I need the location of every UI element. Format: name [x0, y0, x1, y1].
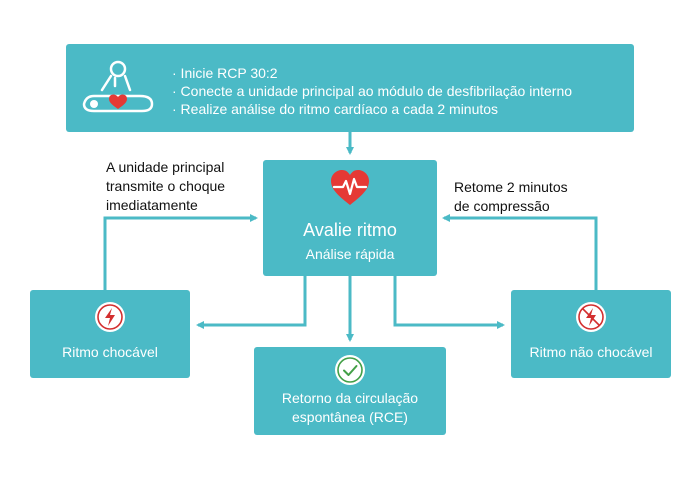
shockable-rhythm-label: Ritmo chocável: [62, 344, 158, 360]
rosc-label-line: Retorno da circulação: [281, 390, 419, 406]
shock-delivery-note: A unidade principal transmite o choque i…: [106, 158, 225, 215]
arrow-shockable-to-center: [103, 214, 258, 290]
non-shockable-rhythm-label: Ritmo não chocável: [529, 344, 653, 360]
shockable-rhythm-box: Ritmo chocável: [30, 290, 190, 378]
assess-rhythm-subtitle: Análise rápida: [305, 246, 395, 262]
note-line: transmite o choque: [106, 178, 226, 194]
instruction-line: · Conecte a unidade principal ao módulo …: [172, 83, 573, 99]
cpr-instructions-box: · Inicie RCP 30:2 · Conecte a unidade pr…: [66, 44, 634, 132]
assess-rhythm-title: Avalie ritmo: [303, 220, 397, 240]
note-line: A unidade principal: [106, 159, 225, 175]
note-line: Retome 2 minutos: [454, 179, 568, 195]
arrow-center-to-shockable: [196, 276, 307, 329]
rosc-box: Retorno da circulação espontânea (RCE): [254, 347, 446, 435]
note-line: de compressão: [454, 198, 550, 214]
resume-compression-note: Retome 2 minutos de compressão: [454, 178, 568, 216]
non-shockable-rhythm-box: Ritmo não chocável: [511, 290, 671, 378]
check-icon: [335, 355, 365, 385]
no-shock-icon: [576, 302, 606, 332]
rosc-label: Retorno da circulação espontânea (RCE): [254, 389, 446, 427]
instruction-list: · Inicie RCP 30:2 · Conecte a unidade pr…: [172, 64, 572, 118]
lightning-icon: [95, 302, 125, 332]
rosc-label-line: espontânea (RCE): [292, 409, 408, 425]
instruction-line: · Realize análise do ritmo cardíaco a ca…: [172, 101, 499, 117]
cpr-person-icon: [82, 60, 154, 113]
note-line: imediatamente: [106, 197, 198, 213]
arrow-nonshockable-to-center: [442, 214, 598, 290]
heart-pulse-icon: [331, 170, 369, 205]
arrow-center-to-nonshockable: [393, 276, 505, 329]
instruction-line: · Inicie RCP 30:2: [172, 65, 278, 81]
assess-rhythm-box: Avalie ritmo Análise rápida: [263, 160, 437, 276]
